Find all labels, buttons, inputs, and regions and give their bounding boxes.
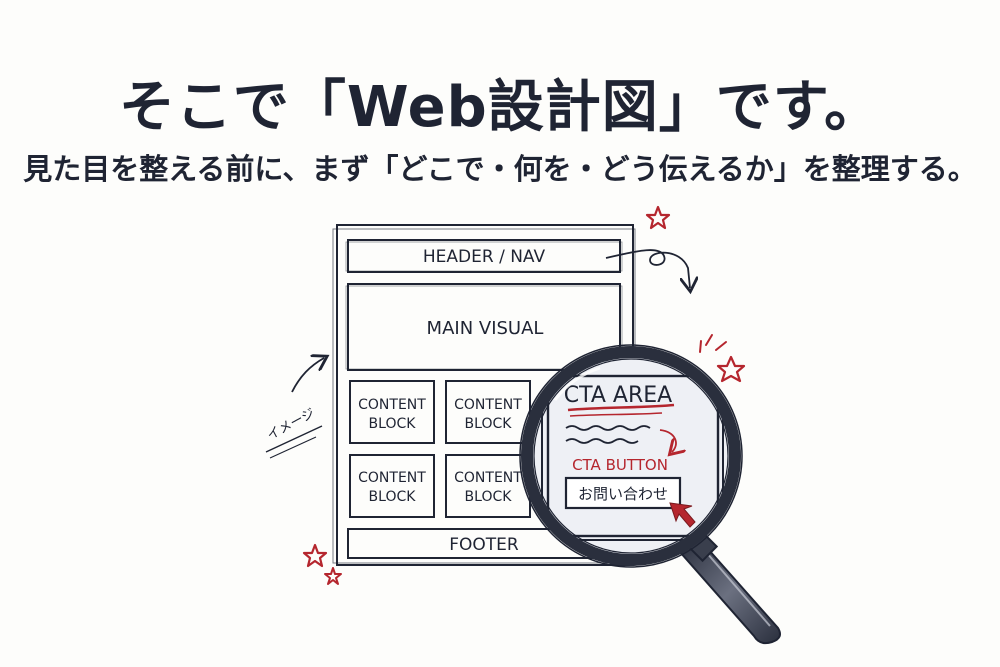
content-block-line2: BLOCK bbox=[465, 489, 513, 505]
lens-glare bbox=[553, 366, 601, 401]
side-underline bbox=[265, 425, 323, 453]
content-block-line1: CONTENT bbox=[358, 397, 426, 413]
content-block: CONTENT BLOCK bbox=[445, 380, 531, 444]
page-subtitle: 見た目を整える前に、まず「どこで・何を・どう伝えるか」を整理する。 bbox=[23, 152, 977, 186]
content-block: CONTENT BLOCK bbox=[349, 380, 435, 444]
page-title: そこで「Web設計図」です。 bbox=[118, 75, 882, 140]
content-block-line2: BLOCK bbox=[369, 416, 417, 432]
side-note: イメージ bbox=[265, 406, 318, 444]
contact-button[interactable] bbox=[564, 476, 682, 510]
contact-button-text: お問い合わせ bbox=[578, 485, 668, 503]
placeholder-text-line bbox=[565, 438, 639, 444]
star-icon bbox=[645, 205, 671, 230]
content-block-line2: BLOCK bbox=[465, 416, 513, 432]
wireframe-main-visual: MAIN VISUAL bbox=[345, 283, 623, 371]
content-block-line1: CONTENT bbox=[358, 470, 426, 486]
side-arrow bbox=[291, 358, 324, 393]
content-block: CONTENT BLOCK bbox=[445, 454, 531, 518]
content-block-line2: BLOCK bbox=[369, 489, 417, 505]
cta-button-label: CTA BUTTON bbox=[572, 456, 668, 474]
magnifier-lens: CTA AREA CTA BUTTON お問い合わせ bbox=[519, 344, 743, 568]
cursor-icon bbox=[669, 502, 696, 528]
cta-area-label: CTA AREA bbox=[564, 383, 672, 408]
main-visual-label: MAIN VISUAL bbox=[427, 318, 544, 339]
star-icon bbox=[302, 543, 328, 568]
header-nav-label: HEADER / NAV bbox=[423, 247, 546, 267]
content-block-line1: CONTENT bbox=[454, 397, 522, 413]
side-underline bbox=[269, 436, 317, 459]
wireframe-header: HEADER / NAV bbox=[345, 239, 623, 273]
cta-underline bbox=[567, 403, 675, 412]
placeholder-text-line bbox=[565, 425, 651, 431]
cta-pointer-arrow bbox=[659, 429, 676, 452]
curly-arrow bbox=[605, 249, 690, 288]
star-icon bbox=[716, 355, 746, 383]
footer-label: FOOTER bbox=[449, 535, 519, 555]
content-block-line1: CONTENT bbox=[454, 470, 522, 486]
star-icon bbox=[324, 567, 342, 585]
content-block: CONTENT BLOCK bbox=[349, 454, 435, 518]
emphasis-marks bbox=[699, 334, 727, 353]
cta-underline bbox=[569, 412, 663, 417]
